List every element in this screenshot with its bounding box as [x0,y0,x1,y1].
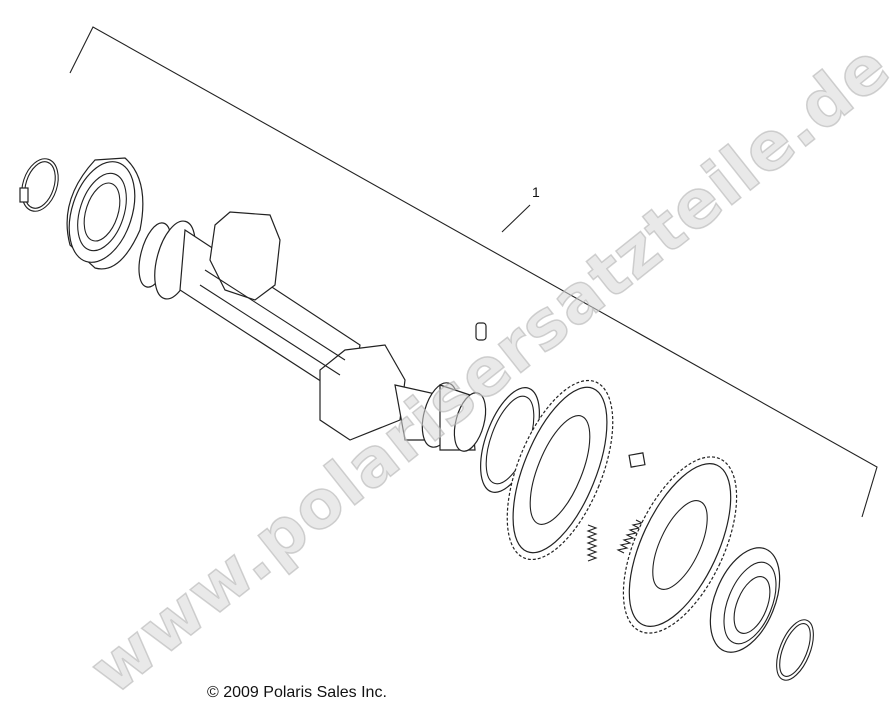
bearing-left [66,157,144,270]
callout-leader-line [501,204,531,233]
snap-ring-left [19,158,59,212]
spring-right [616,519,644,554]
copyright-notice: © 2009 Polaris Sales Inc. [207,684,387,701]
bearing-right [709,547,781,653]
callout-label: 1 [532,184,540,200]
gear-right [622,456,738,634]
assembly-bracket [69,26,878,518]
spring-small [628,452,646,468]
pin [475,322,487,341]
crankshaft-assembly [138,211,487,452]
snap-ring-right [776,619,814,681]
spring-left [586,524,598,562]
gear-left [506,379,614,561]
